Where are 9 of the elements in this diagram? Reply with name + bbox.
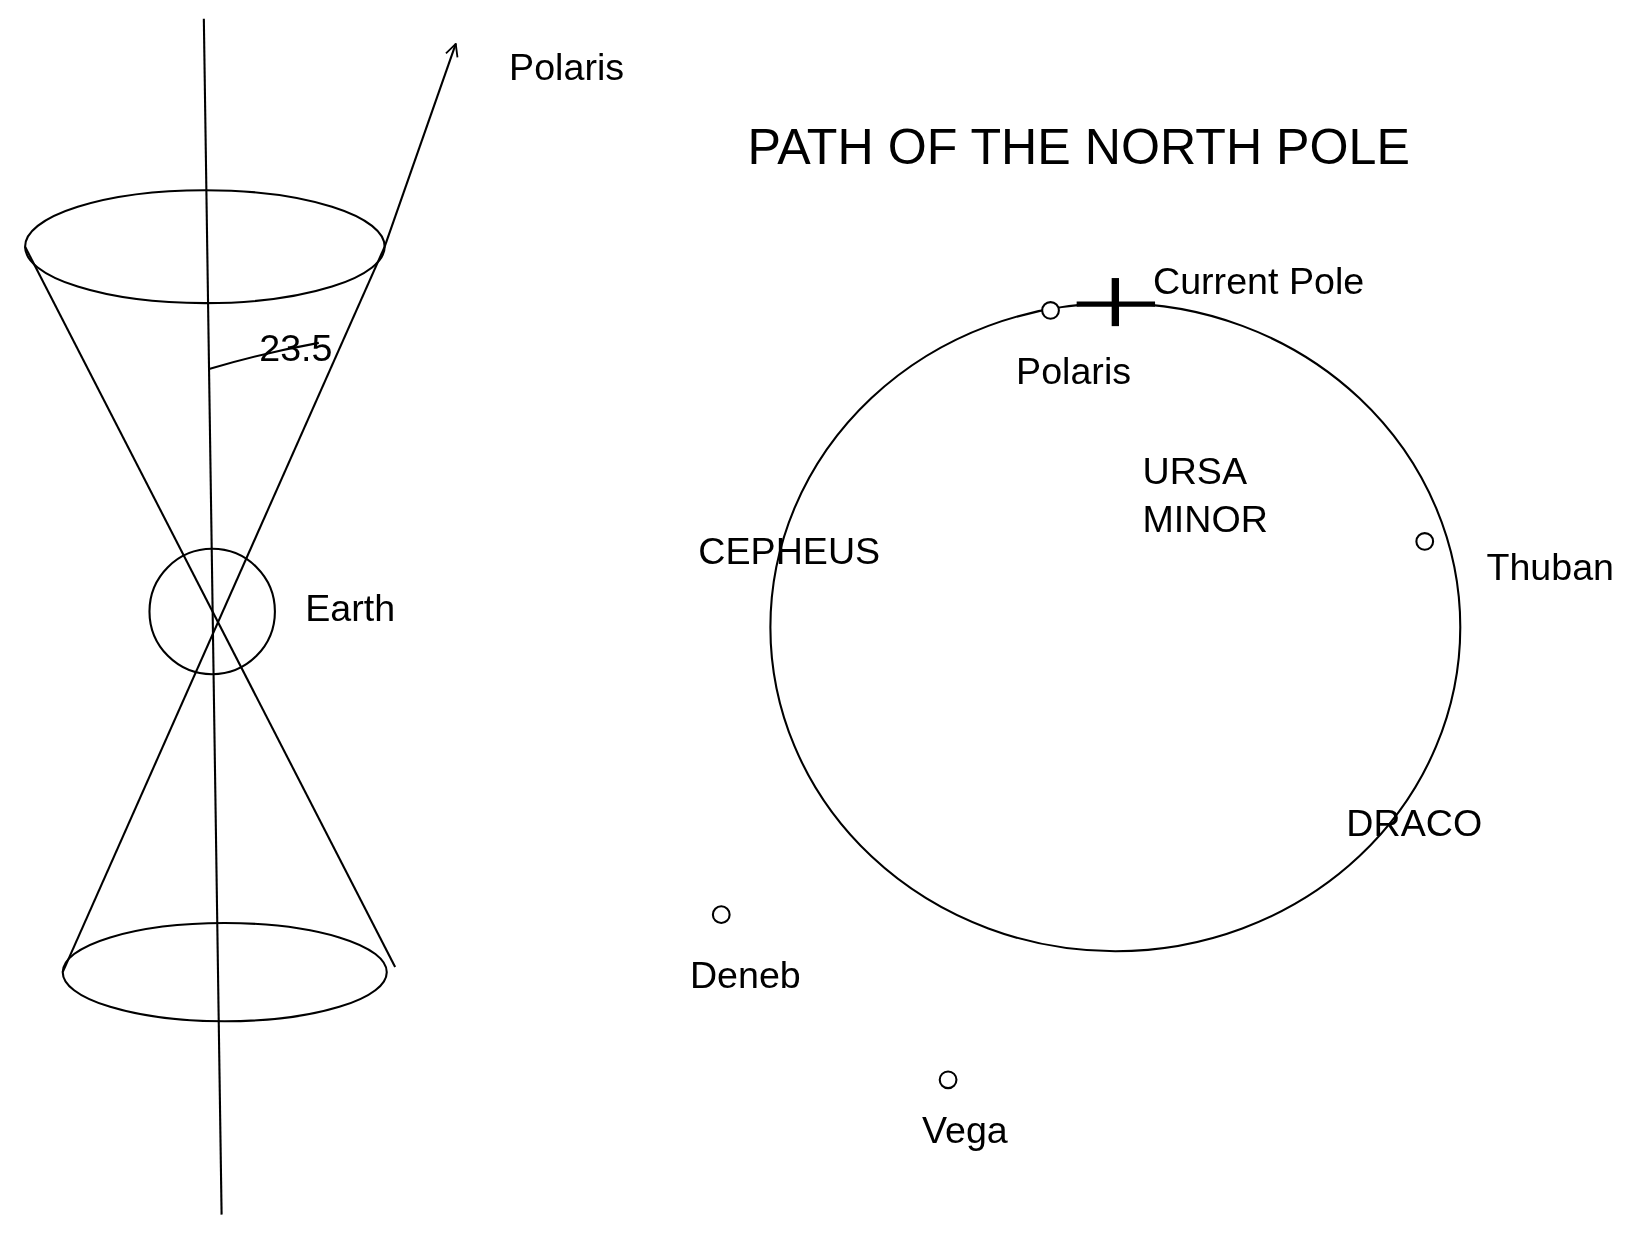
star-label: Thuban <box>1486 544 1615 591</box>
constellation-label: URSA MINOR <box>1142 448 1269 543</box>
planet-label: Earth <box>305 585 396 632</box>
star-label: Polaris <box>509 45 625 91</box>
pole-label: Current Pole <box>1152 258 1365 305</box>
star-label: Vega <box>921 1107 1008 1153</box>
diagram-title: PATH OF THE NORTH POLE <box>747 118 1410 177</box>
star-label: Deneb <box>689 952 801 999</box>
star-label: Polaris <box>1016 348 1132 394</box>
